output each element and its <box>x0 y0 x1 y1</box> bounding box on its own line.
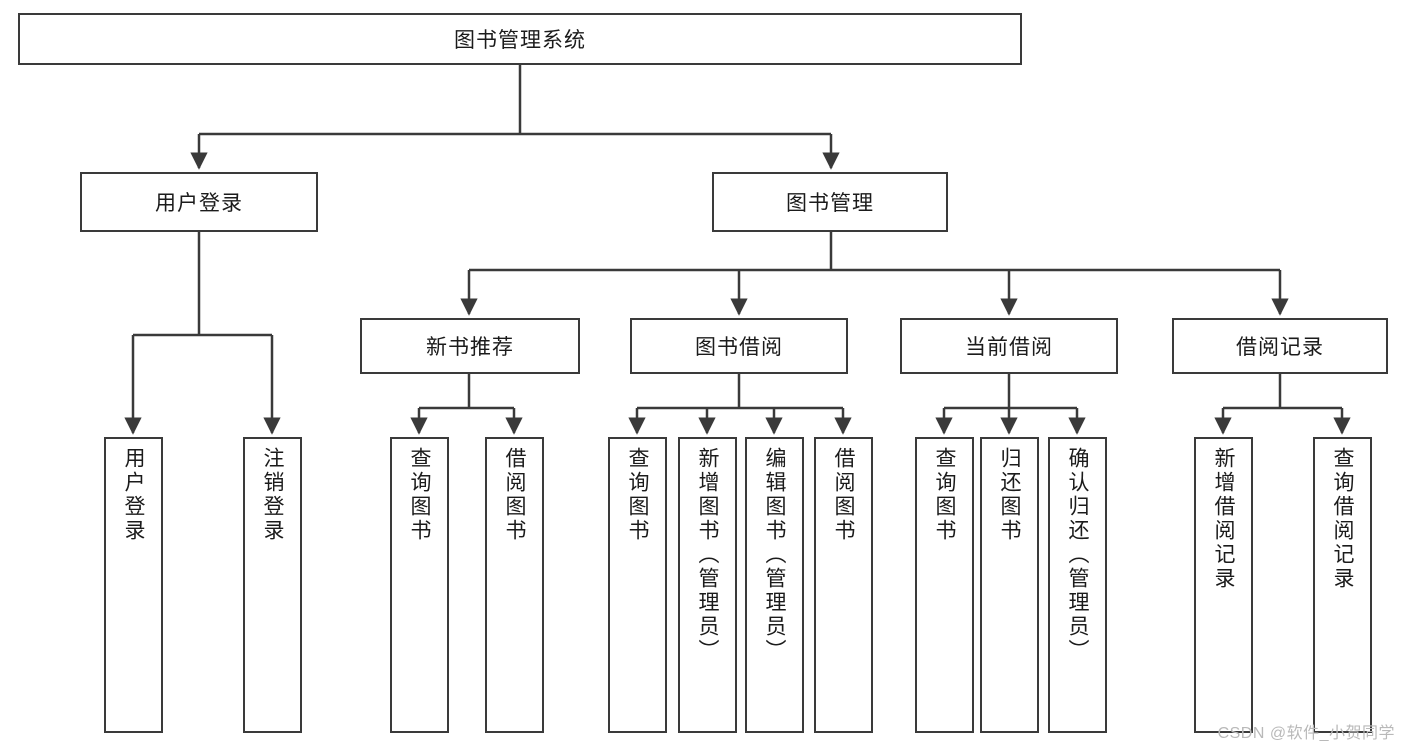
node-book-manage-label: 图书管理 <box>786 192 874 215</box>
leaf-query-borrow-record[interactable]: 查询借阅记录 <box>1313 437 1372 733</box>
leaf-label: 归还图书 <box>998 447 1021 543</box>
leaf-label: 借阅图书 <box>832 447 855 543</box>
leaf-return-book[interactable]: 归还图书 <box>980 437 1039 733</box>
leaf-borrow-book-recommend[interactable]: 借阅图书 <box>485 437 544 733</box>
leaf-label: 查询借阅记录 <box>1331 447 1354 591</box>
node-current-borrow[interactable]: 当前借阅 <box>900 318 1118 374</box>
node-current-borrow-label: 当前借阅 <box>965 336 1053 359</box>
node-root[interactable]: 图书管理系统 <box>18 13 1022 65</box>
node-new-book-recommend-label: 新书推荐 <box>426 336 514 359</box>
leaf-query-book-recommend[interactable]: 查询图书 <box>390 437 449 733</box>
leaf-label: 查询图书 <box>933 447 956 543</box>
leaf-label: 新增图书（管理员） <box>696 447 719 663</box>
leaf-label: 用户登录 <box>122 447 145 543</box>
leaf-label: 编辑图书（管理员） <box>763 447 786 663</box>
leaf-add-book-admin[interactable]: 新增图书（管理员） <box>678 437 737 733</box>
csdn-watermark: CSDN @软件_小贺同学 <box>1217 725 1395 742</box>
node-user-login-label: 用户登录 <box>155 192 243 215</box>
leaf-logout[interactable]: 注销登录 <box>243 437 302 733</box>
node-book-borrow-label: 图书借阅 <box>695 336 783 359</box>
leaf-label: 新增借阅记录 <box>1212 447 1235 591</box>
leaf-label: 确认归还（管理员） <box>1066 447 1089 663</box>
node-borrow-record[interactable]: 借阅记录 <box>1172 318 1388 374</box>
leaf-query-book-current[interactable]: 查询图书 <box>915 437 974 733</box>
leaf-label: 查询图书 <box>626 447 649 543</box>
node-new-book-recommend[interactable]: 新书推荐 <box>360 318 580 374</box>
leaf-label: 注销登录 <box>261 447 284 543</box>
leaf-borrow-book[interactable]: 借阅图书 <box>814 437 873 733</box>
leaf-add-borrow-record[interactable]: 新增借阅记录 <box>1194 437 1253 733</box>
leaf-confirm-return-admin[interactable]: 确认归还（管理员） <box>1048 437 1107 733</box>
leaf-user-login[interactable]: 用户登录 <box>104 437 163 733</box>
leaf-label: 查询图书 <box>408 447 431 543</box>
node-book-borrow[interactable]: 图书借阅 <box>630 318 848 374</box>
node-user-login[interactable]: 用户登录 <box>80 172 318 232</box>
node-root-label: 图书管理系统 <box>454 29 586 52</box>
node-borrow-record-label: 借阅记录 <box>1236 336 1324 359</box>
node-book-manage[interactable]: 图书管理 <box>712 172 948 232</box>
leaf-edit-book-admin[interactable]: 编辑图书（管理员） <box>745 437 804 733</box>
leaf-query-book-borrow[interactable]: 查询图书 <box>608 437 667 733</box>
leaf-label: 借阅图书 <box>503 447 526 543</box>
